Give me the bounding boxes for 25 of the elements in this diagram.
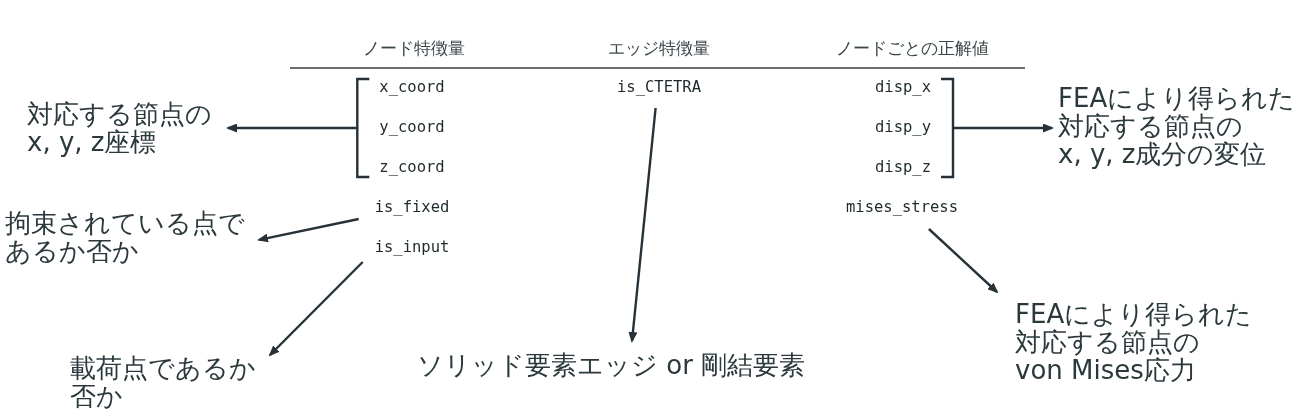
arrow bbox=[928, 228, 999, 294]
variable-name: y_coord bbox=[379, 118, 445, 136]
annotation-text: 載荷点であるか否か bbox=[70, 354, 256, 410]
annotation-text: ソリッド要素エッジ or 剛結要素 bbox=[417, 351, 806, 379]
annotation-text: FEAにより得られた対応する節点のx, y, z成分の変位 bbox=[1058, 84, 1296, 168]
bracket-arrow bbox=[226, 77, 371, 179]
bracket-arrow bbox=[939, 77, 1054, 179]
variable-name: is_CTETRA bbox=[617, 78, 701, 96]
arrow bbox=[268, 261, 364, 357]
variable-name: x_coord bbox=[379, 78, 445, 96]
annotation-text: FEAにより得られた対応する節点のvon Mises応力 bbox=[1015, 300, 1253, 384]
column-header: ノード特徴量 bbox=[363, 38, 465, 58]
annotation-text: 対応する節点のx, y, z座標 bbox=[27, 100, 212, 156]
variable-name: disp_y bbox=[875, 118, 931, 136]
arrow bbox=[257, 217, 359, 243]
variable-name: is_input bbox=[374, 238, 450, 256]
column-header: ノードごとの正解値 bbox=[835, 38, 989, 58]
arrow bbox=[628, 107, 657, 343]
column-header: エッジ特徴量 bbox=[608, 38, 710, 58]
variable-name: disp_x bbox=[875, 78, 931, 96]
variable-name: mises_stress bbox=[846, 198, 958, 216]
variable-name: is_fixed bbox=[374, 198, 450, 216]
annotation-text: 拘束されている点であるか否か bbox=[5, 209, 245, 265]
variable-name: disp_z bbox=[875, 158, 931, 176]
variable-name: z_coord bbox=[379, 158, 445, 176]
